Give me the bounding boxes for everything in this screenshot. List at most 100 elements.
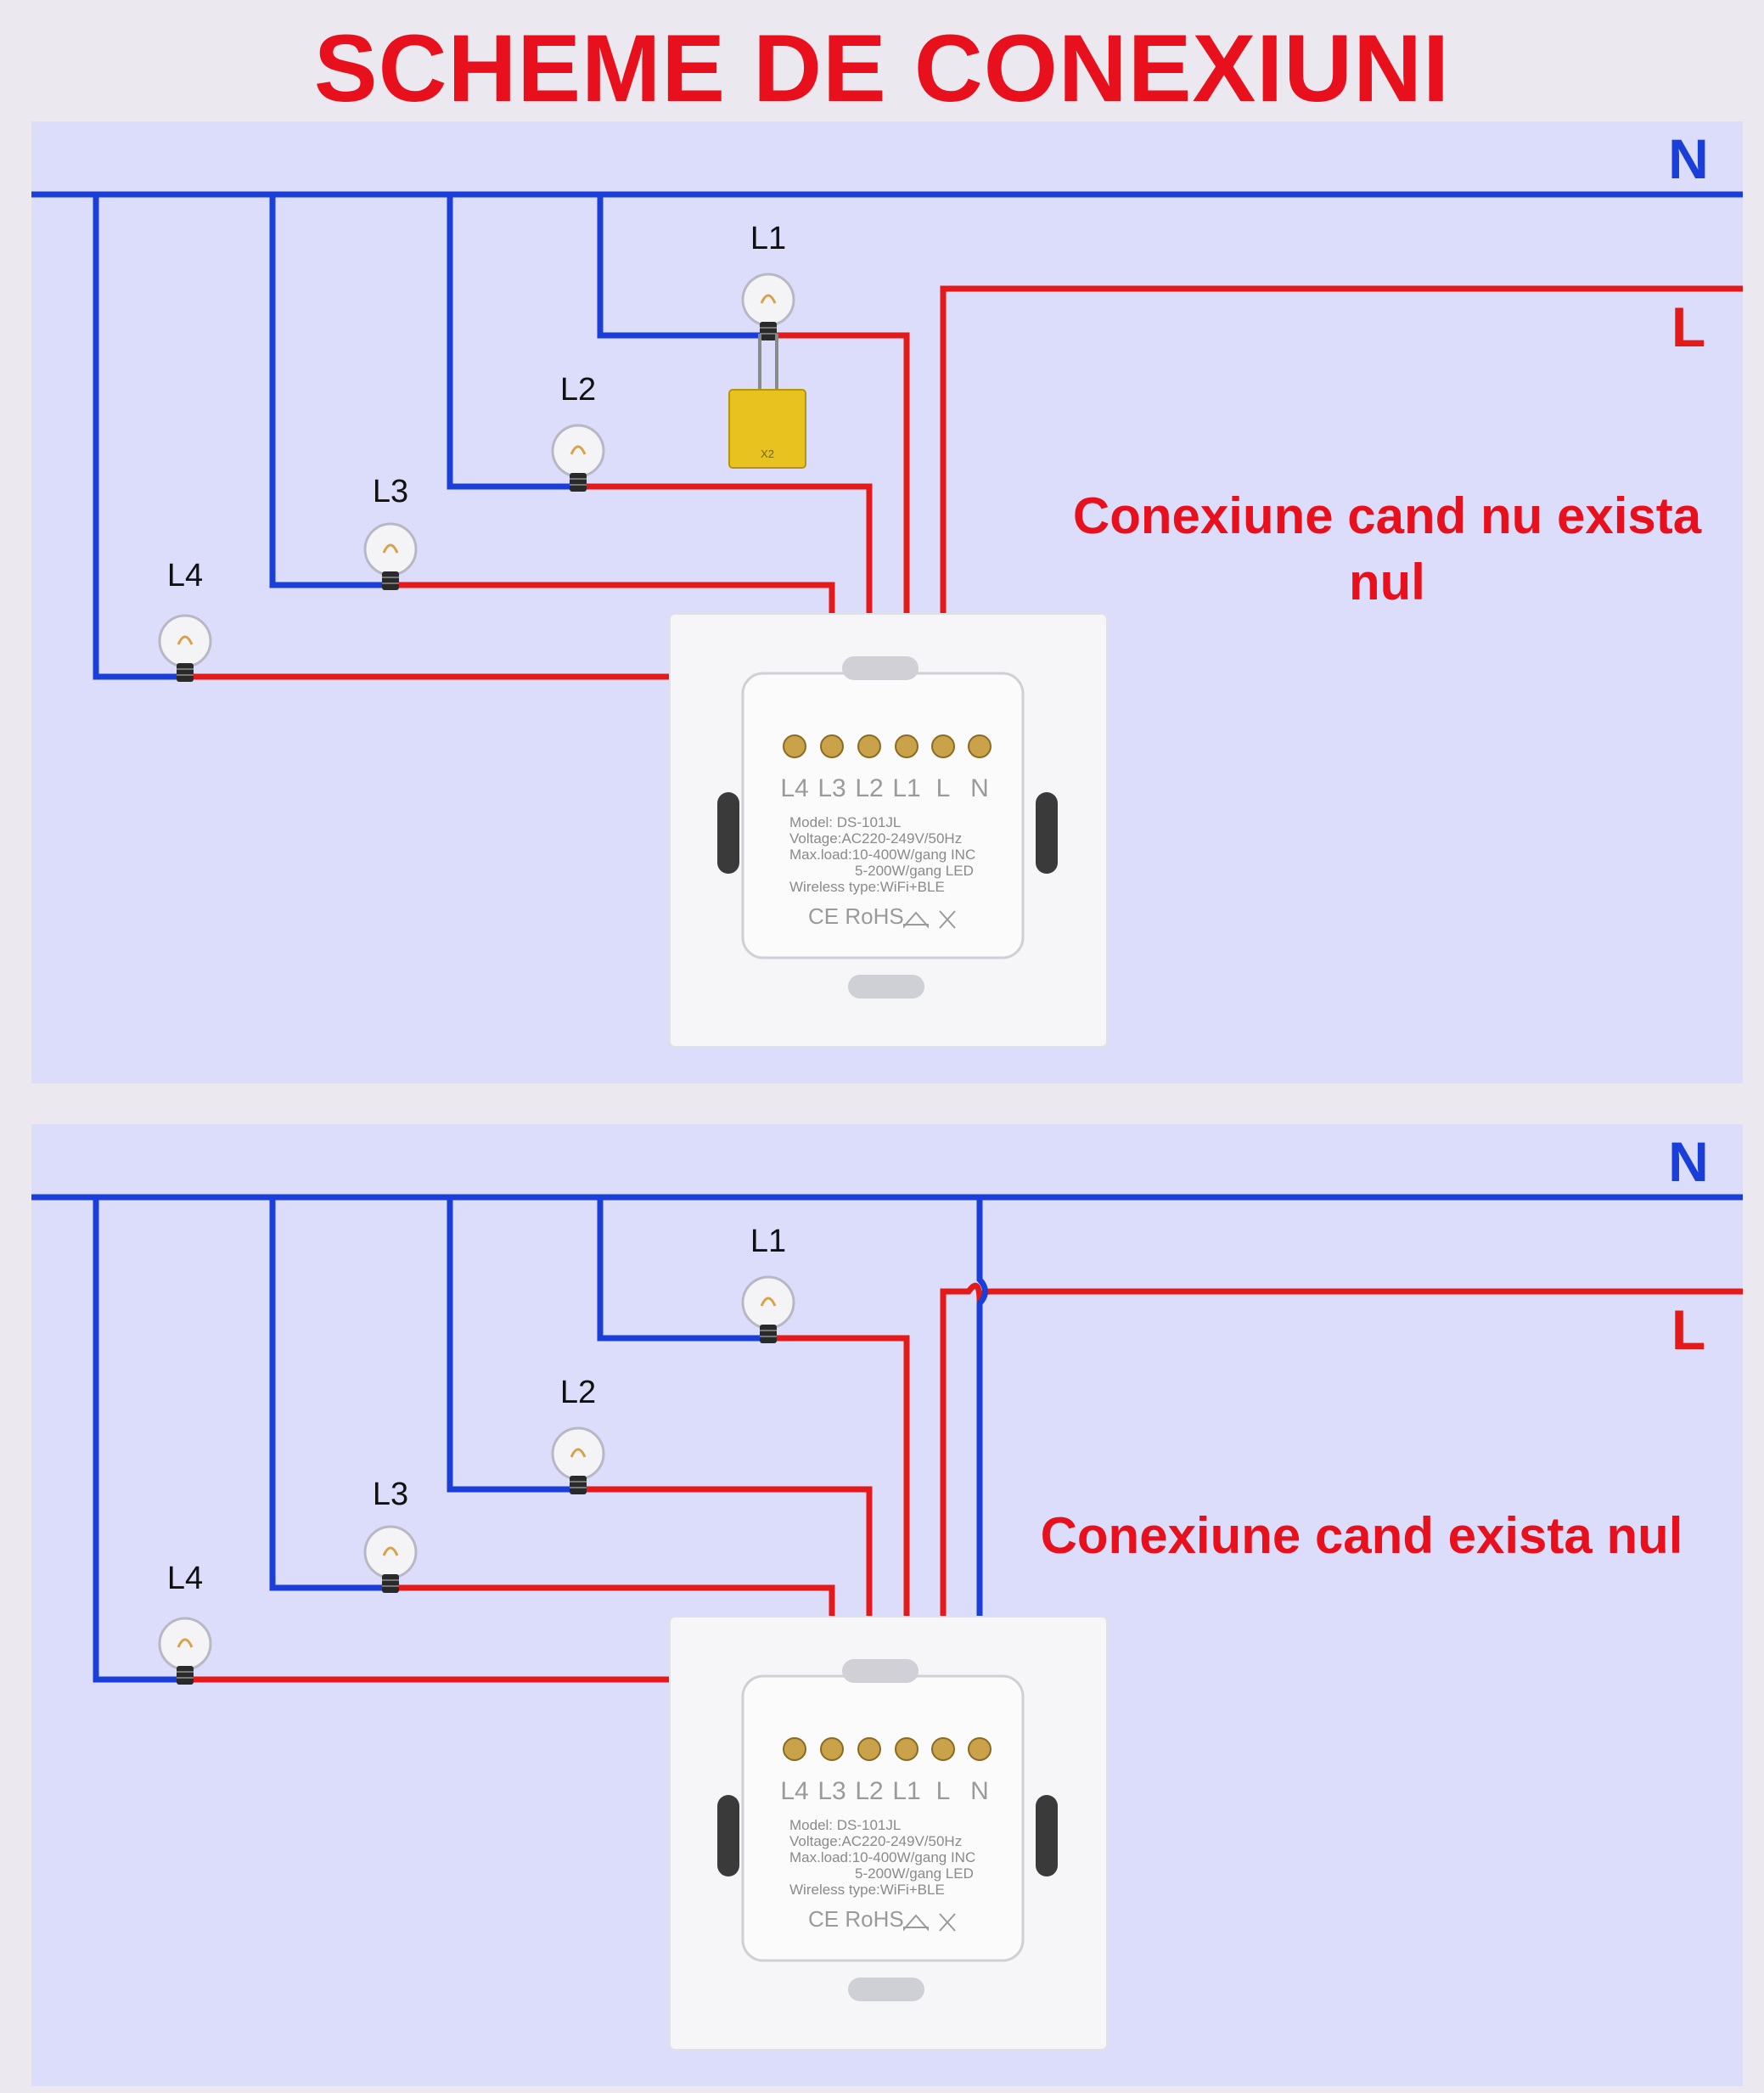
lamp-label: L4 xyxy=(167,1561,203,1596)
spec-line: Wireless type:WiFi+BLE xyxy=(789,879,945,895)
spec-line: Voltage:AC220-249V/50Hz xyxy=(789,830,962,847)
caption-line: nul xyxy=(1349,554,1425,610)
neutral-wire-l4 xyxy=(93,1197,185,1683)
lamp-label: L4 xyxy=(167,558,203,594)
terminal-screw xyxy=(783,734,806,758)
lamp-filament xyxy=(570,445,587,455)
switched-wire-l1 xyxy=(768,332,910,746)
switch-screw-slot xyxy=(717,792,739,874)
lamp-filament xyxy=(382,1546,399,1556)
cert-marks: CE RoHS xyxy=(808,1906,904,1932)
lamp-base xyxy=(570,1476,587,1494)
terminal-label: L2 xyxy=(855,1777,883,1805)
neutral-bus-label: N xyxy=(1668,1130,1709,1193)
lamp-base xyxy=(177,663,194,682)
spec-line: Model: DS-101JL xyxy=(789,814,901,830)
lamp-glass xyxy=(551,1426,605,1481)
cert-marks: CE RoHS xyxy=(808,903,904,929)
weee-icon xyxy=(939,910,956,929)
neutral-wire-l3 xyxy=(269,194,390,588)
lamp-base xyxy=(760,1325,777,1343)
lamp-base xyxy=(177,1666,194,1685)
lamp-glass xyxy=(741,1275,795,1330)
lamp-l2 xyxy=(551,1426,605,1494)
lamp-base xyxy=(382,1574,399,1593)
lamp-base xyxy=(382,571,399,590)
terminal-screw xyxy=(895,1737,919,1761)
neutral-wire-l4 xyxy=(93,194,185,680)
lamp-filament xyxy=(760,1297,777,1307)
neutral-wire-l1 xyxy=(597,1197,768,1342)
lamp-label: L3 xyxy=(373,474,408,509)
caption-line: Conexiune cand nu exista xyxy=(1073,487,1702,544)
terminal-screw xyxy=(857,734,881,758)
lamp-label: L3 xyxy=(373,1477,408,1512)
terminal-screw xyxy=(820,734,844,758)
lamp-base xyxy=(570,473,587,492)
spec-line: 5-200W/gang LED xyxy=(855,863,974,879)
capacitor-marking: X2 xyxy=(761,447,774,460)
lamp-l4 xyxy=(158,1617,212,1685)
lamp-l1 xyxy=(741,273,795,340)
lamp-label: L2 xyxy=(560,1375,596,1410)
neutral-to-switch-wire xyxy=(976,1197,988,1749)
terminal-screw xyxy=(895,734,919,758)
switch-clip xyxy=(842,656,919,680)
terminal-screw xyxy=(968,1737,992,1761)
terminal-screw xyxy=(968,734,992,758)
neutral-wire-l2 xyxy=(447,1197,578,1493)
spec-line: Wireless type:WiFi+BLE xyxy=(789,1882,945,1898)
lamp-glass xyxy=(741,273,795,327)
terminal-screw xyxy=(931,734,955,758)
switch-screw-slot xyxy=(1036,1795,1058,1876)
lamp-base xyxy=(760,322,777,340)
terminal-label: L4 xyxy=(780,774,808,802)
neutral-bus-label: N xyxy=(1668,127,1709,190)
capacitor-body xyxy=(728,389,806,469)
spec-line: Max.load:10-400W/gang INC xyxy=(789,847,975,863)
terminal-screw xyxy=(931,1737,955,1761)
terminal-label: L1 xyxy=(892,774,920,802)
switch-clip xyxy=(848,1978,924,2001)
lamp-label: L1 xyxy=(750,221,786,256)
terminal-label: L1 xyxy=(892,1777,920,1805)
spec-line: Model: DS-101JL xyxy=(789,1817,901,1833)
terminal-label: L4 xyxy=(780,1777,808,1805)
terminal-label: N xyxy=(970,1777,989,1805)
live-bus-label: L xyxy=(1671,1298,1705,1361)
spec-line: Max.load:10-400W/gang INC xyxy=(789,1849,975,1865)
lamp-glass xyxy=(158,1617,212,1671)
switched-wire-l1 xyxy=(768,1335,910,1749)
switch-clip xyxy=(842,1659,919,1683)
terminal-screw xyxy=(783,1737,806,1761)
terminal-label: L3 xyxy=(817,1777,845,1805)
live-bus xyxy=(940,285,1743,746)
lamp-filament xyxy=(177,635,194,645)
lamp-glass xyxy=(363,522,418,577)
spec-line: 5-200W/gang LED xyxy=(855,1865,974,1882)
switch-screw-slot xyxy=(717,1795,739,1876)
terminal-label: L xyxy=(936,774,951,802)
caption-line: Conexiune cand exista nul xyxy=(1041,1507,1683,1564)
lamp-filament xyxy=(177,1638,194,1648)
capacitor: X2 xyxy=(728,334,806,469)
lamp-l3 xyxy=(363,1525,418,1593)
neutral-wire-l1 xyxy=(597,194,768,339)
home-icon xyxy=(903,911,929,929)
neutral-wire-l3 xyxy=(269,1197,390,1591)
lamp-filament xyxy=(570,1448,587,1458)
lamp-glass xyxy=(158,614,212,668)
terminal-screw xyxy=(820,1737,844,1761)
lamp-label: L2 xyxy=(560,372,596,408)
switch-screw-slot xyxy=(1036,792,1058,874)
page-title: SCHEME DE CONEXIUNI xyxy=(313,15,1451,121)
lamp-l2 xyxy=(551,424,605,492)
home-icon xyxy=(903,1914,929,1932)
spec-line: Voltage:AC220-249V/50Hz xyxy=(789,1833,962,1849)
neutral-wire-l2 xyxy=(447,194,578,490)
